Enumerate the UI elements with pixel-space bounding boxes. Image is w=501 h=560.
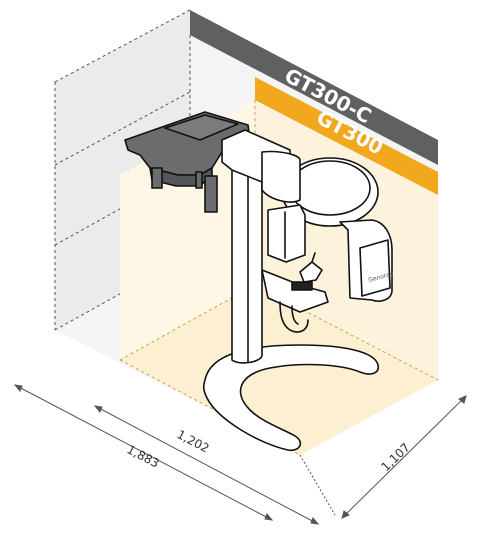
sensor-panel	[359, 239, 391, 297]
gt300-banner	[255, 77, 438, 195]
gt300-c-wall-line-mid	[54, 91, 191, 166]
right-ear-rod	[204, 175, 218, 213]
xray-device: Genoray	[124, 111, 395, 452]
outer-width-arrow-end	[264, 513, 274, 521]
device-column	[231, 151, 263, 364]
outer-width-arrow-start	[13, 384, 23, 392]
gantry-body	[261, 150, 301, 203]
inner-width-line	[94, 405, 319, 525]
depth-extension	[299, 454, 336, 516]
gt300-floor	[120, 285, 438, 455]
head-unit-top-panel	[164, 114, 239, 141]
device-base	[202, 344, 380, 452]
outer-width-line	[14, 384, 273, 521]
bite-block	[299, 261, 323, 283]
inner-width-arrow-end	[310, 517, 320, 525]
gantry-disc-inner	[289, 160, 371, 216]
handle-bar	[279, 301, 309, 333]
inner-width-arrow-start	[93, 405, 103, 413]
depth-arrow-end	[458, 395, 467, 404]
depth-arrow-start	[341, 510, 350, 519]
outer-width-label: 1,883	[125, 442, 162, 470]
dimension-lines	[13, 384, 467, 525]
gt300-floor-back-edge	[254, 284, 439, 381]
chin-rest-panel	[291, 281, 313, 291]
center-ear-rod	[195, 171, 203, 189]
left-ear-rod	[151, 167, 163, 189]
tube-head	[267, 204, 306, 263]
gt300-c-banner	[190, 10, 438, 165]
depth-line	[341, 395, 467, 519]
depth-label: 1,107	[378, 440, 412, 474]
bite-block-stick	[311, 252, 316, 263]
handle-bar-inner	[291, 305, 299, 325]
gt300-c-top-edge	[54, 9, 191, 83]
